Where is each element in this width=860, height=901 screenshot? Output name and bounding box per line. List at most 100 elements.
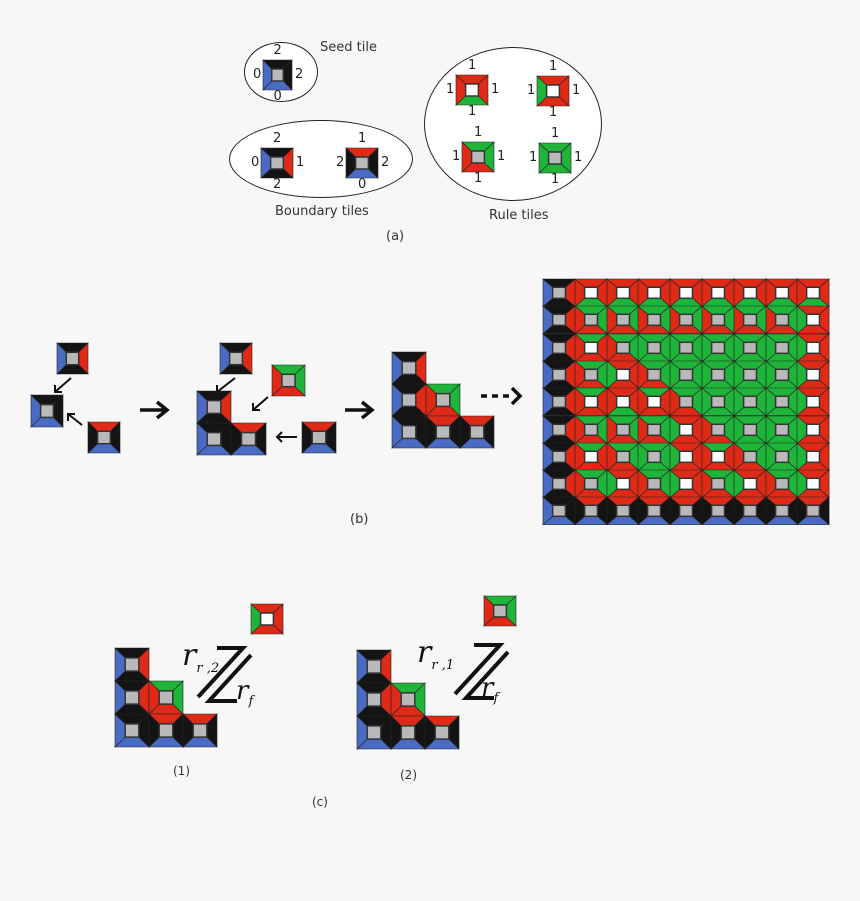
rule-tile bbox=[455, 74, 489, 106]
grid-tile bbox=[764, 469, 799, 499]
boundary-tile-left bbox=[219, 342, 253, 375]
grid-tile bbox=[764, 496, 799, 526]
grid-tile bbox=[701, 442, 735, 472]
rule-tile bbox=[538, 142, 572, 174]
arrow-icon bbox=[54, 377, 72, 393]
grid-tile bbox=[605, 469, 640, 499]
grid-tile bbox=[542, 360, 576, 390]
subpanel-2-caption: (2) bbox=[400, 768, 417, 782]
seed-tile bbox=[391, 415, 427, 449]
grid-tile bbox=[573, 387, 608, 417]
grid-tile bbox=[796, 360, 831, 390]
seed-tile bbox=[30, 394, 64, 428]
boundary-tile bbox=[260, 147, 294, 179]
grid-tile bbox=[701, 332, 735, 362]
boundary-tile-left bbox=[114, 680, 150, 715]
boundary-tiles-label: Boundary tiles bbox=[275, 204, 369, 219]
boundary-tile-left bbox=[391, 351, 427, 385]
edge-label-left: 1 bbox=[527, 83, 536, 98]
grid-tile bbox=[605, 414, 640, 444]
boundary-tiles-ellipse bbox=[229, 120, 413, 198]
grid-tile bbox=[637, 496, 672, 526]
edge-label-right: 2 bbox=[295, 67, 304, 82]
panel-a-caption: (a) bbox=[386, 229, 405, 244]
grid-tile bbox=[701, 360, 735, 390]
grid-tile bbox=[573, 414, 608, 444]
edge-label-left: 1 bbox=[452, 149, 461, 164]
boundary-tile bbox=[345, 147, 379, 179]
edge-label-bottom: 0 bbox=[273, 89, 282, 104]
grid-tile bbox=[732, 442, 767, 472]
boundary-tile-bottom bbox=[301, 421, 337, 454]
rule-tile bbox=[536, 75, 570, 107]
seed-tile bbox=[356, 715, 392, 750]
boundary-tile-left bbox=[356, 649, 392, 684]
edge-label-top: 1 bbox=[551, 126, 560, 141]
grid-tile bbox=[542, 469, 576, 499]
grid-tile bbox=[637, 442, 672, 472]
grid-tile bbox=[732, 360, 767, 390]
grid-tile bbox=[669, 414, 704, 444]
grid-tile bbox=[764, 278, 799, 308]
grid-tile bbox=[796, 332, 831, 362]
grid-tile bbox=[573, 305, 608, 335]
grid-tile bbox=[605, 305, 640, 335]
edge-label-bottom: 1 bbox=[474, 171, 483, 186]
grid-tile bbox=[542, 305, 576, 335]
seed-tile bbox=[262, 59, 293, 91]
grid-tile bbox=[637, 387, 672, 417]
boundary-tile-bottom bbox=[390, 715, 426, 750]
grid-tile bbox=[764, 332, 799, 362]
grid-tile bbox=[605, 442, 640, 472]
grid-tile bbox=[701, 387, 735, 417]
grid-tile bbox=[764, 305, 799, 335]
edge-label-right: 1 bbox=[572, 83, 581, 98]
grid-tile bbox=[542, 414, 576, 444]
edge-label-left: 1 bbox=[446, 82, 455, 97]
grid-tile bbox=[669, 387, 704, 417]
grid-tile bbox=[542, 496, 576, 526]
edge-label-left: 0 bbox=[251, 155, 260, 170]
grid-tile bbox=[764, 387, 799, 417]
grid-tile bbox=[701, 305, 735, 335]
edge-label-bottom: 2 bbox=[273, 177, 282, 192]
grid-tile bbox=[637, 469, 672, 499]
edge-label-top: 1 bbox=[358, 131, 367, 146]
grid-tile bbox=[573, 469, 608, 499]
grid-tile bbox=[605, 496, 640, 526]
edge-label-bottom: 1 bbox=[468, 104, 477, 119]
edge-label-top: 1 bbox=[549, 59, 558, 74]
boundary-tile-bottom bbox=[459, 415, 495, 449]
edge-label-right: 1 bbox=[497, 149, 506, 164]
edge-label-top: 2 bbox=[273, 43, 282, 58]
seed-tile bbox=[114, 713, 150, 748]
boundary-tile-left bbox=[114, 647, 150, 682]
rule-tiles-label: Rule tiles bbox=[489, 208, 549, 223]
grid-tile bbox=[573, 442, 608, 472]
edge-label-top: 2 bbox=[273, 131, 282, 146]
grid-tile bbox=[732, 278, 767, 308]
grid-tile bbox=[732, 496, 767, 526]
edge-label-left: 1 bbox=[529, 150, 538, 165]
grid-tile bbox=[732, 305, 767, 335]
seed-tile-label: Seed tile bbox=[320, 40, 377, 55]
grid-tile bbox=[701, 278, 735, 308]
edge-label-right: 1 bbox=[574, 150, 583, 165]
seed-tile bbox=[196, 422, 232, 456]
edge-label-bottom: 1 bbox=[549, 105, 558, 120]
grid-tile bbox=[542, 387, 576, 417]
boundary-tile-bottom bbox=[424, 715, 460, 750]
grid-tile bbox=[573, 278, 608, 308]
grid-tile bbox=[732, 332, 767, 362]
grid-tile bbox=[701, 414, 735, 444]
grid-tile bbox=[796, 278, 831, 308]
forward-rate-label-1: rf bbox=[236, 676, 254, 710]
grid-tile bbox=[764, 414, 799, 444]
edge-label-bottom: 1 bbox=[551, 172, 560, 187]
grid-tile bbox=[764, 442, 799, 472]
grid-tile bbox=[637, 414, 672, 444]
grid-tile bbox=[605, 332, 640, 362]
grid-tile bbox=[637, 332, 672, 362]
rule-tiles-ellipse bbox=[424, 47, 602, 201]
incoming-rule-tile bbox=[483, 595, 517, 627]
